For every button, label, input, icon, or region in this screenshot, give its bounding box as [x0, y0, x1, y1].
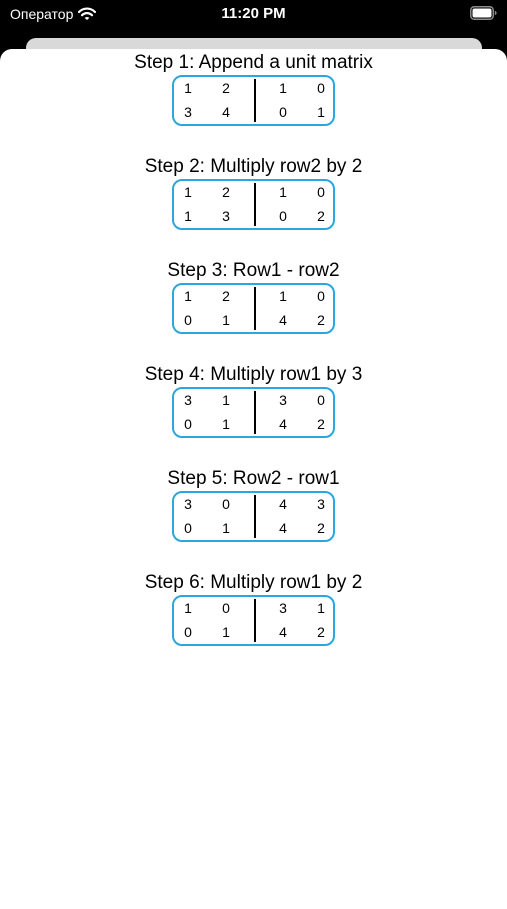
matrix-divider	[254, 79, 256, 122]
matrix-cell: 1	[184, 184, 192, 200]
matrix-cell: 4	[279, 624, 287, 640]
matrix-cell: 0	[184, 416, 192, 432]
wifi-icon	[78, 7, 97, 20]
matrix-divider	[254, 391, 256, 434]
step-title: Step 6: Multiply row1 by 2	[144, 572, 363, 593]
matrix-cell: 3	[222, 208, 230, 224]
matrix-cell: 4	[222, 104, 230, 120]
matrix-cell: 2	[317, 624, 325, 640]
augmented-matrix: 1 0 3 1 0 1 4 2	[172, 595, 335, 646]
step-title: Step 5: Row2 - row1	[167, 468, 340, 489]
carrier-name: Оператор	[10, 6, 74, 22]
matrix-cell: 0	[222, 496, 230, 512]
matrix-cell: 1	[222, 312, 230, 328]
matrix-cell: 1	[222, 520, 230, 536]
step-title: Step 1: Append a unit matrix	[134, 52, 373, 73]
matrix-cell: 1	[184, 80, 192, 96]
matrix-cell: 0	[279, 208, 287, 224]
matrix-cell: 4	[279, 520, 287, 536]
matrix-cell: 3	[184, 104, 192, 120]
matrix-cell: 0	[317, 392, 325, 408]
matrix-divider	[254, 183, 256, 226]
matrix-cell: 0	[317, 288, 325, 304]
augmented-matrix: 1 2 1 0 1 3 0 2	[172, 179, 335, 230]
matrix-cell: 1	[279, 288, 287, 304]
matrix-cell: 3	[184, 496, 192, 512]
step-6: Step 6: Multiply row1 by 2 1 0 3 1 0 1 4…	[0, 571, 507, 651]
matrix-cell: 2	[317, 312, 325, 328]
matrix-cell: 1	[317, 104, 325, 120]
matrix-cell: 1	[222, 416, 230, 432]
matrix-cell: 1	[279, 184, 287, 200]
matrix-cell: 1	[279, 80, 287, 96]
matrix-divider	[254, 287, 256, 330]
carrier-group: Оператор	[10, 5, 97, 23]
step-title: Step 3: Row1 - row2	[167, 260, 340, 281]
matrix-cell: 2	[222, 80, 230, 96]
matrix-cell: 1	[317, 600, 325, 616]
matrix-cell: 3	[184, 392, 192, 408]
matrix-cell: 2	[317, 416, 325, 432]
matrix-divider	[254, 495, 256, 538]
augmented-matrix: 1 2 1 0 0 1 4 2	[172, 283, 335, 334]
matrix-cell: 0	[184, 312, 192, 328]
step-3: Step 3: Row1 - row2 1 2 1 0 0 1 4 2	[0, 259, 507, 339]
step-title: Step 4: Multiply row1 by 3	[144, 364, 363, 385]
matrix-cell: 0	[317, 184, 325, 200]
matrix-cell: 1	[222, 392, 230, 408]
matrix-cell: 3	[317, 496, 325, 512]
augmented-matrix: 3 1 3 0 0 1 4 2	[172, 387, 335, 438]
matrix-cell: 3	[279, 392, 287, 408]
clock: 11:20 PM	[221, 5, 286, 22]
matrix-cell: 3	[279, 600, 287, 616]
matrix-cell: 4	[279, 312, 287, 328]
matrix-cell: 1	[184, 208, 192, 224]
step-title: Step 2: Multiply row2 by 2	[144, 156, 363, 177]
step-2: Step 2: Multiply row2 by 2 1 2 1 0 1 3 0…	[0, 155, 507, 235]
matrix-cell: 1	[184, 600, 192, 616]
matrix-cell: 0	[222, 600, 230, 616]
matrix-cell: 0	[184, 624, 192, 640]
step-5: Step 5: Row2 - row1 3 0 4 3 0 1 4 2	[0, 467, 507, 547]
augmented-matrix: 3 0 4 3 0 1 4 2	[172, 491, 335, 542]
step-1: Step 1: Append a unit matrix 1 2 1 0 3 4…	[0, 51, 507, 131]
matrix-cell: 0	[317, 80, 325, 96]
step-4: Step 4: Multiply row1 by 3 3 1 3 0 0 1 4…	[0, 363, 507, 443]
matrix-cell: 2	[222, 184, 230, 200]
matrix-cell: 2	[222, 288, 230, 304]
matrix-divider	[254, 599, 256, 642]
matrix-cell: 1	[222, 624, 230, 640]
content-sheet: Step 1: Append a unit matrix 1 2 1 0 3 4…	[0, 49, 507, 909]
status-bar: Оператор 11:20 PM	[0, 0, 507, 32]
matrix-cell: 2	[317, 520, 325, 536]
matrix-cell: 0	[184, 520, 192, 536]
matrix-cell: 1	[184, 288, 192, 304]
matrix-cell: 2	[317, 208, 325, 224]
battery-icon	[470, 6, 497, 20]
matrix-cell: 0	[279, 104, 287, 120]
augmented-matrix: 1 2 1 0 3 4 0 1	[172, 75, 335, 126]
matrix-cell: 4	[279, 496, 287, 512]
matrix-cell: 4	[279, 416, 287, 432]
